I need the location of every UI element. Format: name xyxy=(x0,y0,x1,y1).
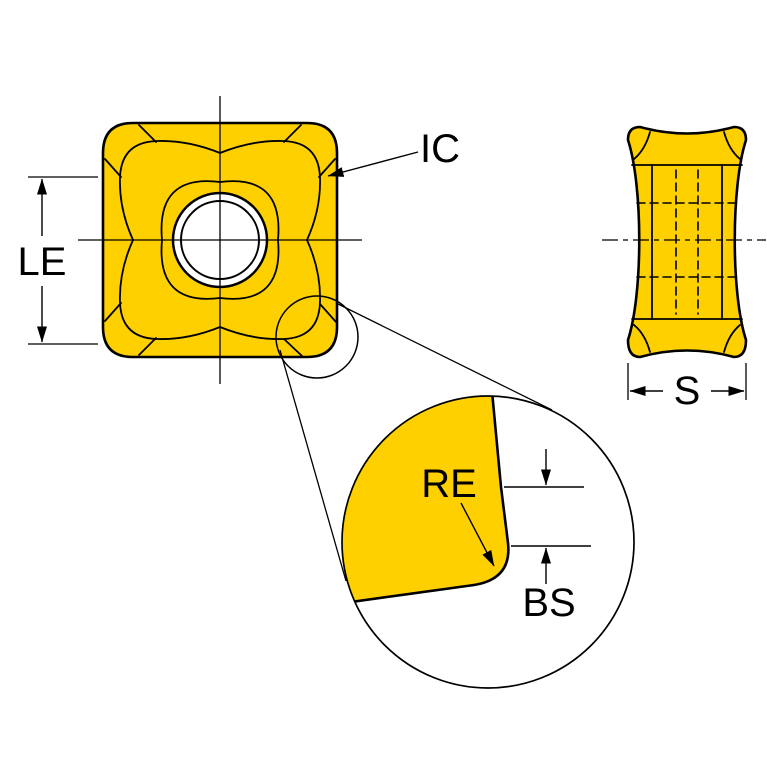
detail-circle xyxy=(341,395,635,689)
re-arrow xyxy=(460,502,495,567)
s-dimension: S xyxy=(627,363,747,413)
le-label: LE xyxy=(18,240,67,284)
detail-corner-fill xyxy=(342,396,509,604)
bs-label: BS xyxy=(522,581,575,625)
re-label: RE xyxy=(421,462,477,506)
ic-callout: IC xyxy=(327,127,460,177)
insert-top-view xyxy=(78,96,362,384)
detail-connector-line-1 xyxy=(335,302,553,411)
corner-detail-view: BS RE xyxy=(341,395,635,689)
detail-source-circle xyxy=(275,295,359,379)
s-label: S xyxy=(674,369,701,413)
side-outline xyxy=(626,125,748,359)
insert-side-view xyxy=(602,125,766,359)
detail-cutting-edge xyxy=(342,396,510,608)
detail-connector-line-2 xyxy=(279,349,347,582)
side-corner-facets xyxy=(633,131,741,353)
corner-facet-lines xyxy=(104,124,337,357)
ic-label: IC xyxy=(420,127,460,171)
le-dimension: LE xyxy=(18,176,98,345)
ic-leader-line xyxy=(327,151,419,177)
